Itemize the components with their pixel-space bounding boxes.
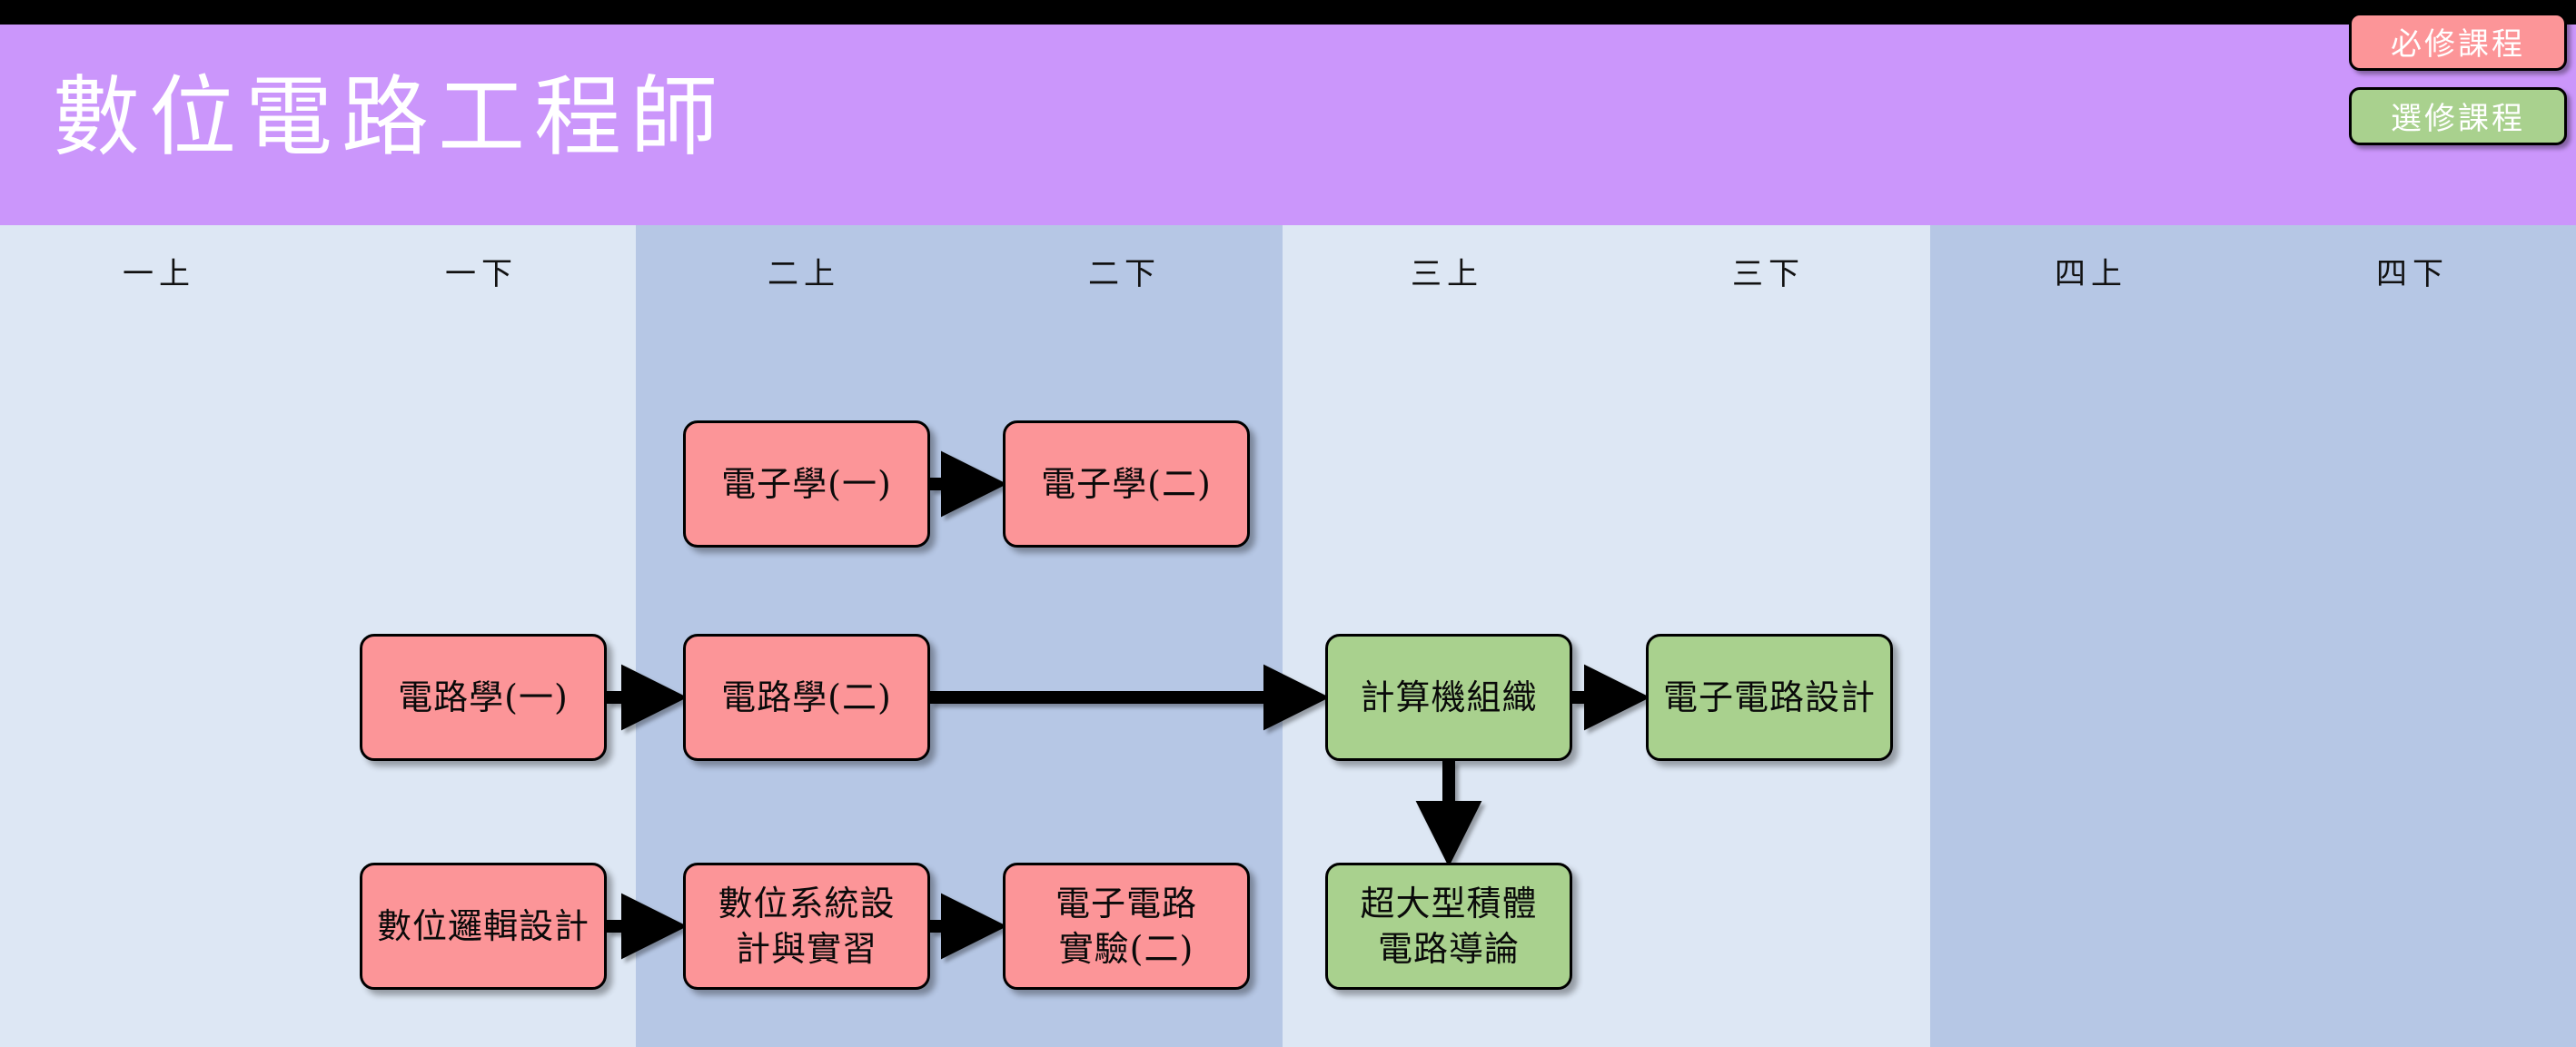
year-band-year4 (1930, 225, 2576, 1047)
page-title: 數位電路工程師 (53, 66, 727, 168)
semester-label-y2s1: 二上 (768, 256, 840, 292)
course-box-electronics2[interactable]: 電子學(二) (1003, 420, 1250, 548)
course-label: 電子學(二) (1041, 464, 1212, 504)
legend-elective-course[interactable]: 選修課程 (2349, 87, 2567, 145)
course-label: 超大型積體 電路導論 (1360, 884, 1538, 969)
semester-label-y4s1: 四上 (2055, 256, 2127, 292)
course-label: 數位系統設 計與實習 (718, 884, 896, 969)
legend-required-course[interactable]: 必修課程 (2349, 13, 2567, 71)
course-box-circuits1[interactable]: 電路學(一) (360, 634, 607, 761)
semester-label-y2s2: 二下 (1088, 256, 1161, 292)
course-box-ec-lab2[interactable]: 電子電路 實驗(二) (1003, 863, 1250, 990)
course-label: 電路學(一) (398, 677, 569, 717)
course-box-digital-logic[interactable]: 數位邏輯設計 (360, 863, 607, 990)
course-label: 計算機組織 (1360, 677, 1538, 717)
course-label: 數位邏輯設計 (376, 906, 590, 946)
semester-label-y3s1: 三上 (1411, 256, 1483, 292)
course-label: 電子電路 實驗(二) (1055, 884, 1197, 969)
semester-label-y1s1: 一上 (123, 256, 195, 292)
course-box-circuits2[interactable]: 電路學(二) (683, 634, 930, 761)
course-label: 電子電路設計 (1662, 677, 1876, 717)
course-box-electronics1[interactable]: 電子學(一) (683, 420, 930, 548)
course-box-comp-org[interactable]: 計算機組織 (1325, 634, 1572, 761)
semester-label-y1s2: 一下 (445, 256, 518, 292)
course-box-vlsi[interactable]: 超大型積體 電路導論 (1325, 863, 1572, 990)
course-box-digital-sys[interactable]: 數位系統設 計與實習 (683, 863, 930, 990)
page-header: 數位電路工程師 (0, 25, 2576, 225)
course-box-ec-design[interactable]: 電子電路設計 (1646, 634, 1893, 761)
course-label: 電路學(二) (721, 677, 892, 717)
roadmap-canvas: 一上 一下 二上 二下 三上 三下 四上 四下 (0, 225, 2576, 1047)
semester-label-y3s2: 三下 (1732, 256, 1805, 292)
semester-label-y4s2: 四下 (2376, 256, 2449, 292)
course-label: 電子學(一) (721, 464, 892, 504)
top-black-bar (0, 0, 2576, 25)
